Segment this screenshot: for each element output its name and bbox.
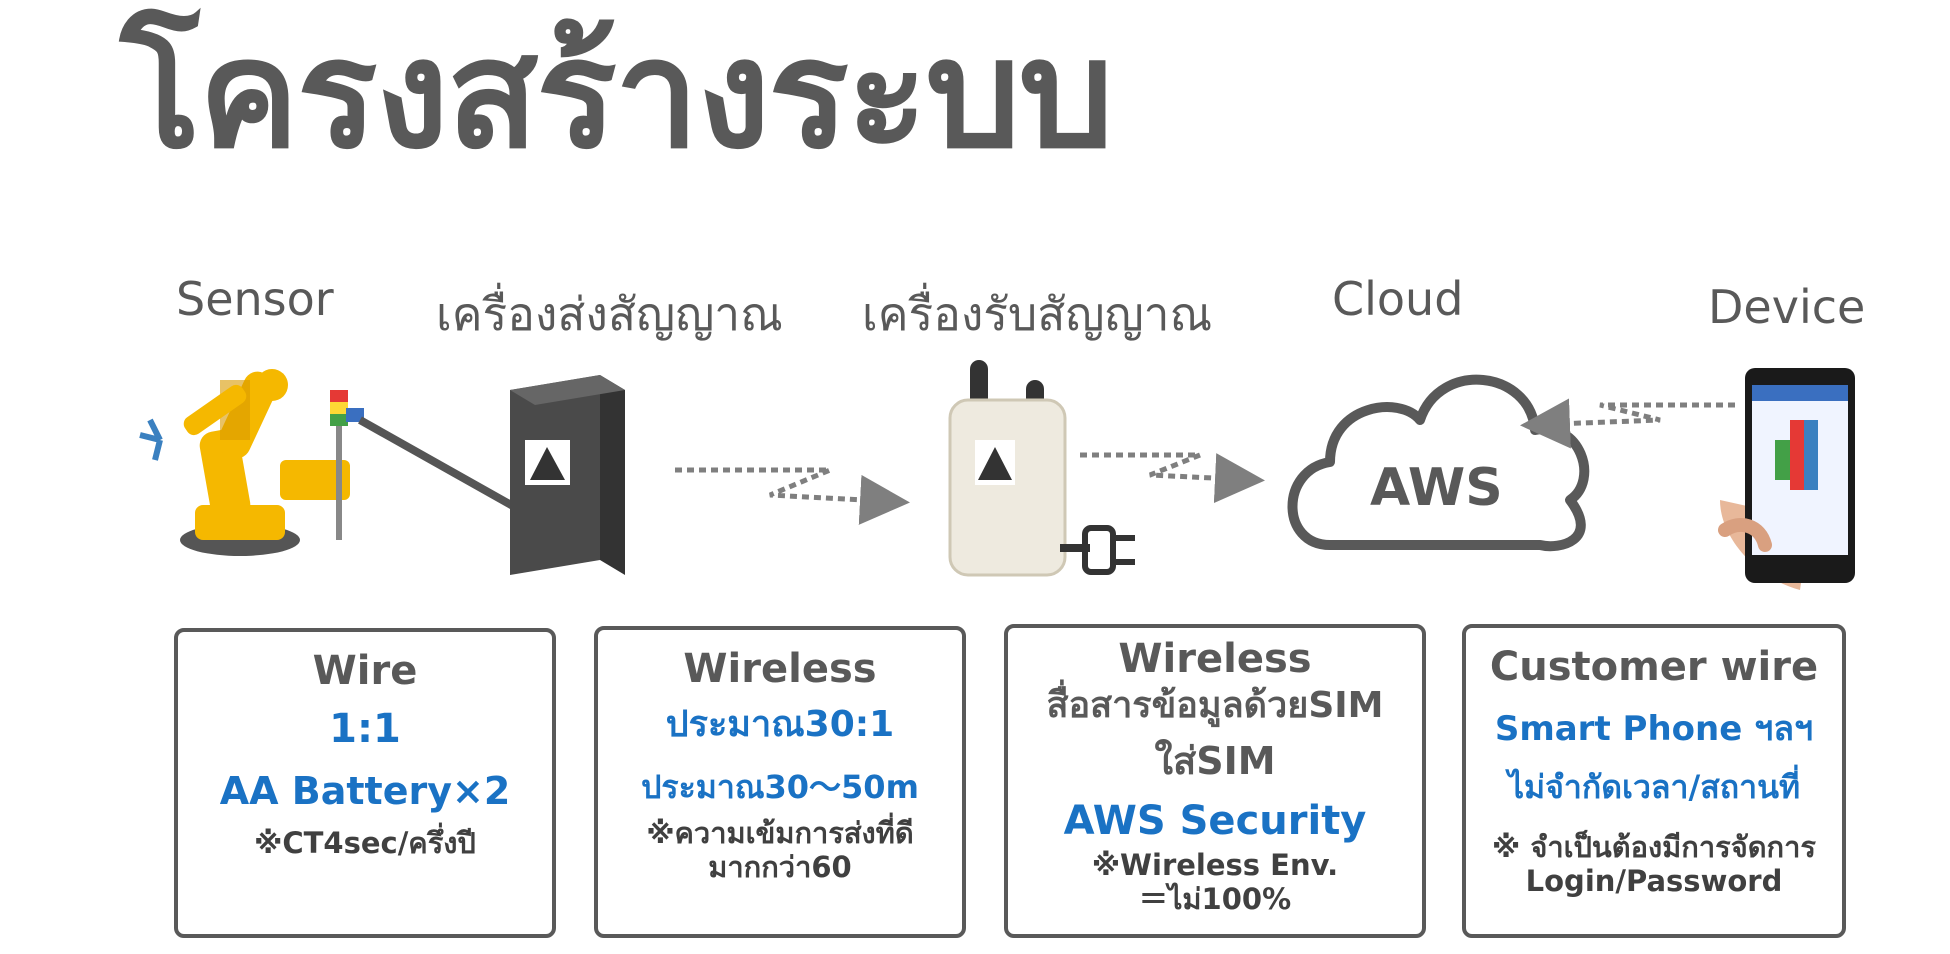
info-box-wireless-sim: Wireless สื่อสารข้อมูลด้วยSIM ใส่SIM AWS… bbox=[1004, 624, 1426, 938]
receiver-icon bbox=[948, 360, 1135, 577]
cloud-label: AWS bbox=[1370, 458, 1503, 518]
box-smartphone: Smart Phone ฯลฯ bbox=[1494, 709, 1814, 749]
label-sensor: Sensor bbox=[176, 272, 334, 326]
info-box-wireless-1: Wireless ประมาณ30:1 ประมาณ30～50m ※ความเข… bbox=[594, 626, 966, 938]
smartphone-icon bbox=[1718, 368, 1855, 590]
cloud-icon bbox=[1287, 374, 1590, 552]
box-sim-insert: ใส่SIM bbox=[1154, 739, 1276, 783]
box-note-1: ※ จำเป็นต้องมีการจัดการ bbox=[1492, 830, 1816, 864]
wireless-arrow-2 bbox=[1080, 452, 1265, 504]
box-note-2: ＝ไม่100% bbox=[1138, 882, 1292, 916]
robot-arm-icon bbox=[139, 369, 350, 556]
info-box-customer-wire: Customer wire Smart Phone ฯลฯ ไม่จำกัดเว… bbox=[1462, 624, 1846, 938]
info-box-wire: Wire 1:1 AA Battery×2 ※CT4sec/ครึ่งปี bbox=[174, 628, 556, 938]
box-ratio: 1:1 bbox=[329, 706, 401, 752]
box-heading: Wire bbox=[312, 648, 418, 694]
signal-tower-icon bbox=[330, 390, 522, 540]
box-sim-comm: สื่อสารข้อมูลด้วยSIM bbox=[1046, 685, 1384, 726]
page-title: โครงสร้างระบบ bbox=[120, 8, 1114, 182]
label-device: Device bbox=[1708, 280, 1866, 334]
box-note-1: ※ความเข้มการส่งที่ดี bbox=[646, 816, 914, 850]
transmitter-icon bbox=[510, 375, 625, 575]
box-battery: AA Battery×2 bbox=[219, 769, 511, 813]
wireless-arrow-1 bbox=[675, 467, 910, 525]
box-heading: Wireless bbox=[1118, 636, 1312, 682]
box-note-2: มากกว่า60 bbox=[708, 850, 852, 884]
box-heading: Wireless bbox=[683, 646, 877, 692]
box-note-2: Login/Password bbox=[1525, 864, 1783, 898]
box-note: ※CT4sec/ครึ่งปี bbox=[254, 826, 476, 860]
box-note-1: ※Wireless Env. bbox=[1091, 848, 1339, 882]
label-cloud: Cloud bbox=[1332, 272, 1464, 326]
box-anytime: ไม่จำกัดเวลา/สถานที่ bbox=[1507, 768, 1801, 806]
box-heading: Customer wire bbox=[1489, 644, 1819, 690]
label-receiver: เครื่องรับสัญญาณ bbox=[862, 287, 1213, 341]
box-range: ประมาณ30～50m bbox=[641, 768, 919, 806]
wireless-arrow-3 bbox=[1520, 398, 1735, 449]
box-ratio: ประมาณ30:1 bbox=[665, 704, 895, 745]
box-aws-security: AWS Security bbox=[1063, 798, 1367, 844]
label-transmitter: เครื่องส่งสัญญาณ bbox=[436, 287, 783, 341]
